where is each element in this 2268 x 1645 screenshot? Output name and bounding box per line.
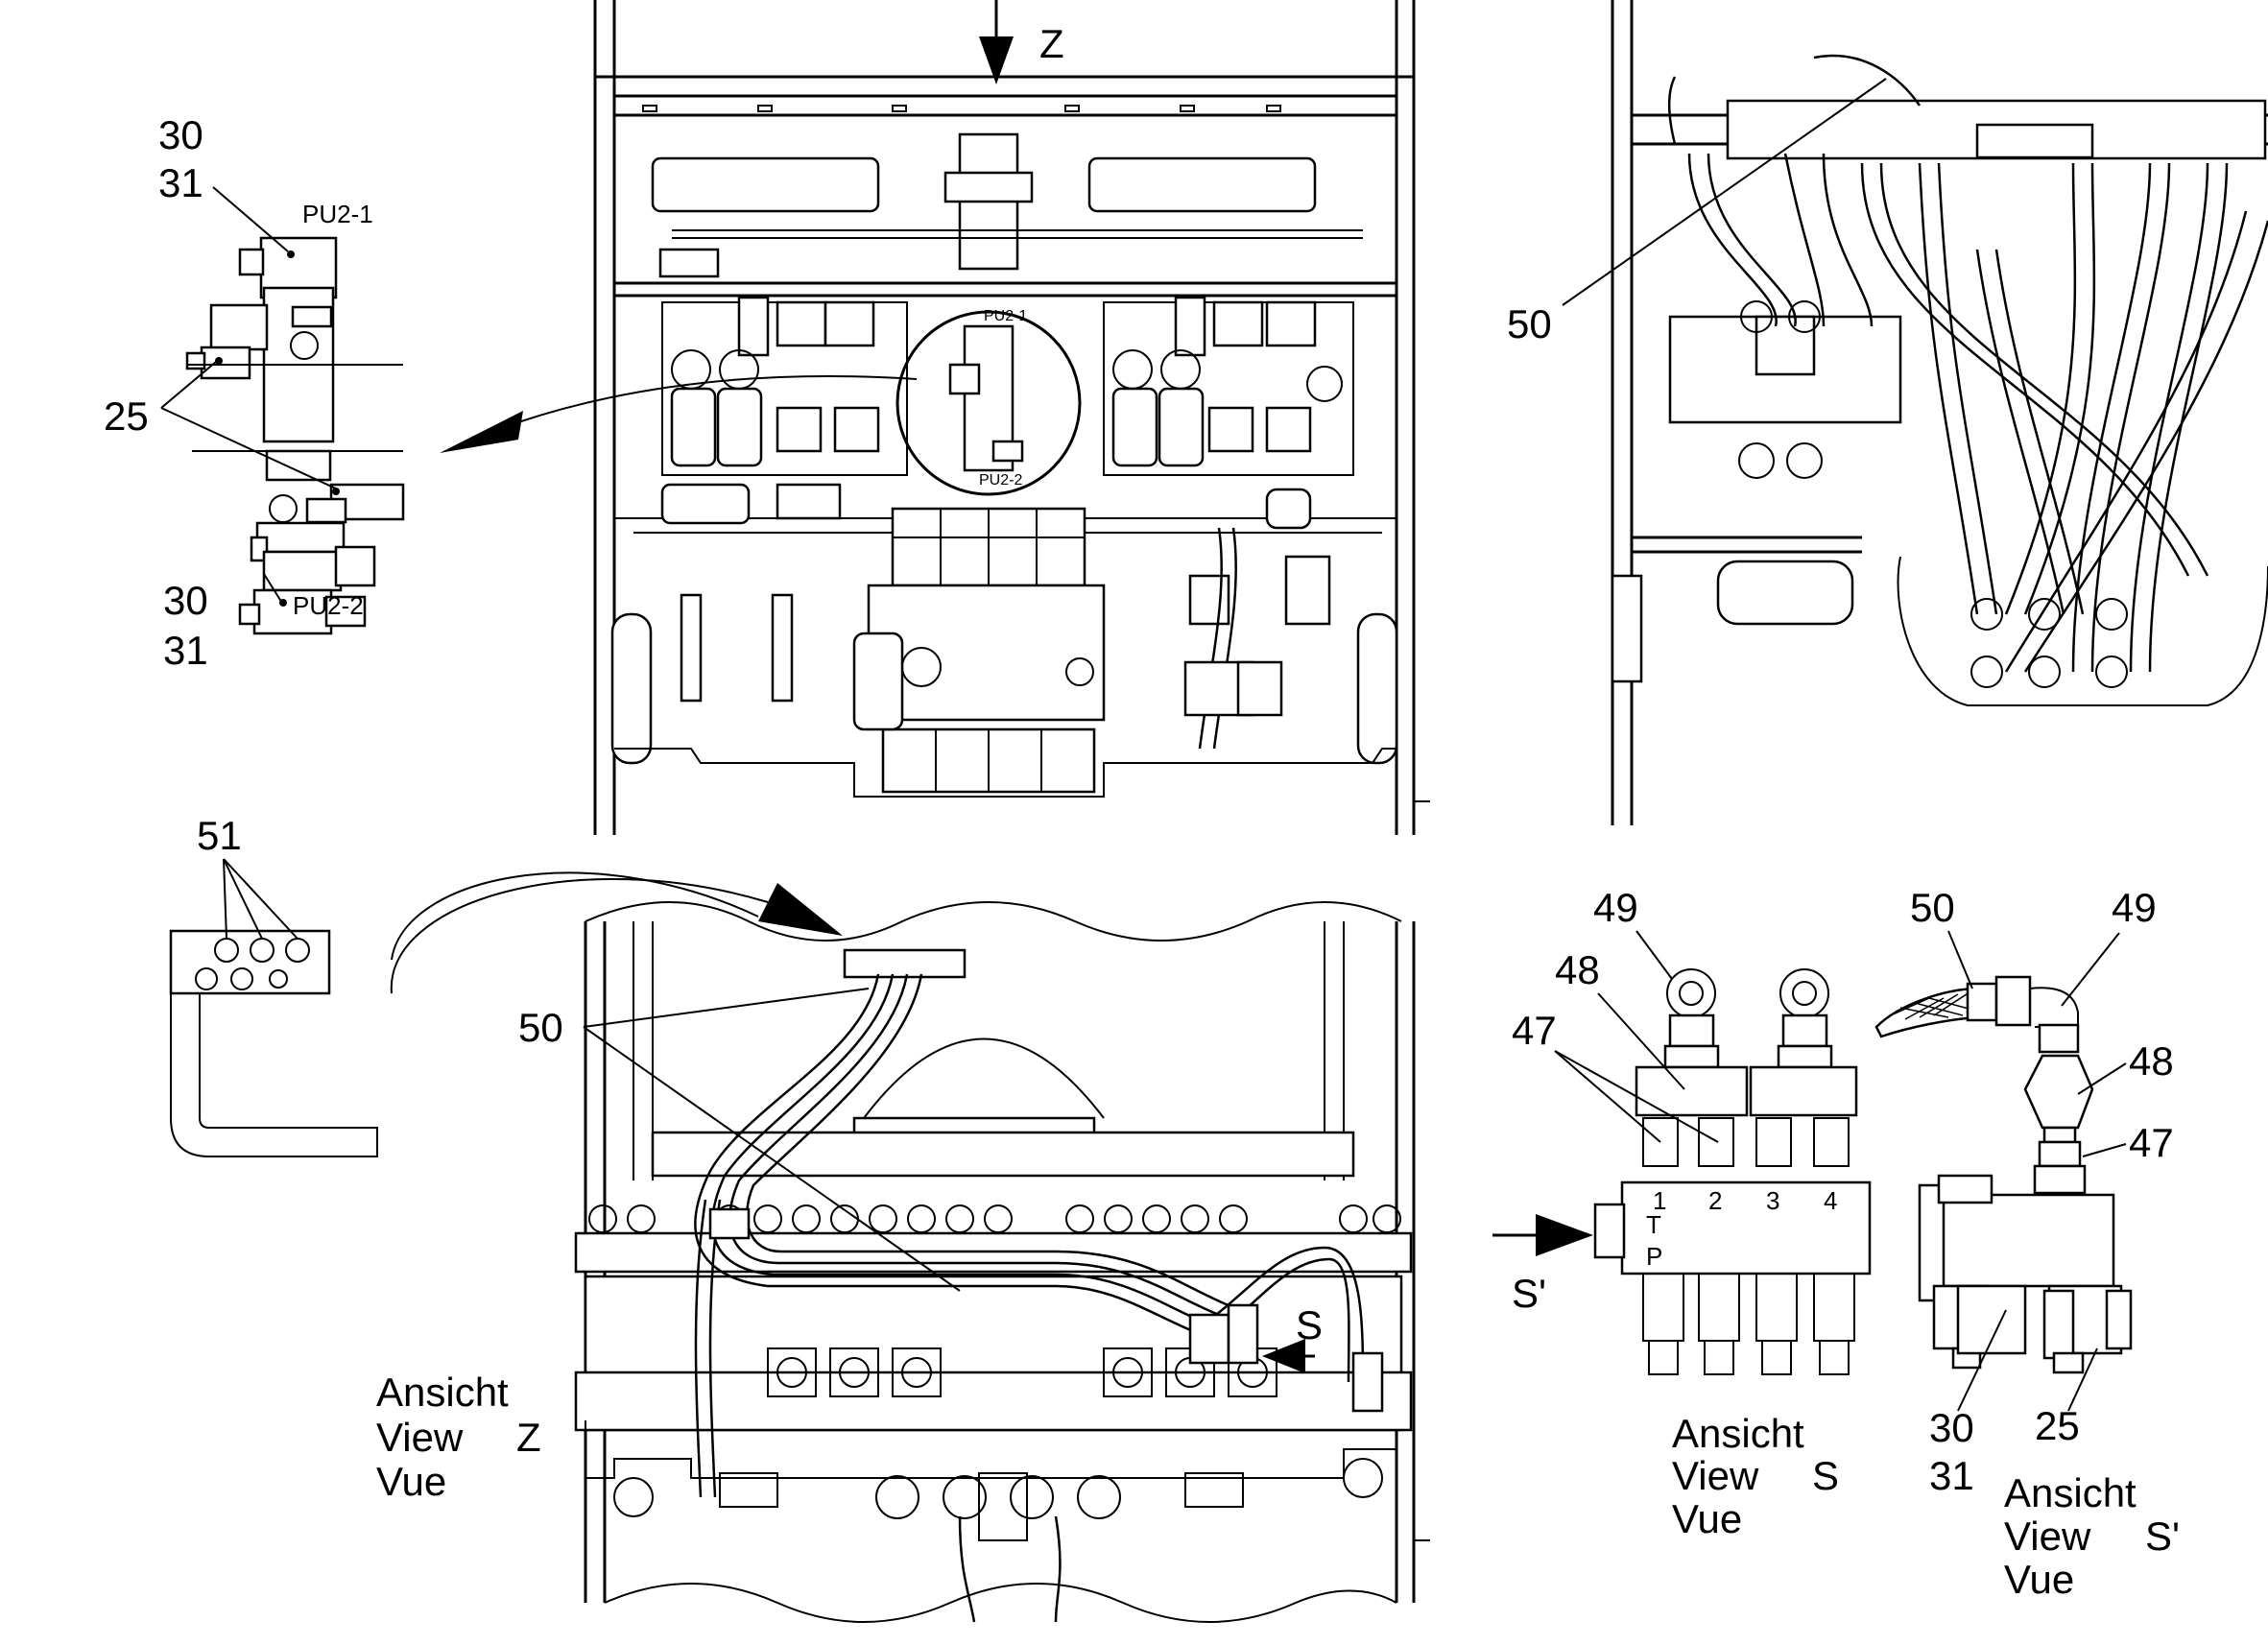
label-port-3: 3 (1766, 1186, 1779, 1215)
view-s-prime-valve (1874, 975, 2133, 1374)
leader-47-b (1554, 1050, 1719, 1143)
view-s-manifold (1593, 968, 1872, 1375)
label-49-left: 49 (1593, 885, 1638, 930)
label-47-right: 47 (2129, 1120, 2174, 1165)
label-31-bottom: 31 (163, 628, 208, 673)
leader-50-top-right (1562, 78, 1887, 306)
view-z-assembly (574, 901, 1430, 1623)
label-49-right: 49 (2112, 885, 2157, 930)
label-31-top: 31 (158, 160, 203, 205)
label-circle-pu2-2: PU2-2 (979, 472, 1022, 489)
leader-30-31-bot (263, 573, 284, 606)
leader-47-a (1554, 1050, 1661, 1143)
label-30-right: 30 (1929, 1405, 1974, 1450)
label-25-top-left: 25 (104, 393, 149, 439)
label-view-z-letter: Z (516, 1415, 541, 1460)
label-31-right: 31 (1929, 1453, 1974, 1498)
label-pu2-1: PU2-1 (302, 200, 373, 228)
label-s-arrow: S (1296, 1302, 1323, 1347)
label-48-left: 48 (1555, 947, 1600, 992)
detail-bracket-51 (169, 929, 378, 1157)
label-48-right: 48 (2129, 1038, 2174, 1084)
leader-25-b (160, 407, 339, 490)
callout-arrowhead-51 (758, 883, 843, 936)
label-pu2-2: PU2-2 (293, 591, 364, 620)
leader-50-bm-b (583, 1026, 961, 1292)
label-port-p: P (1646, 1242, 1662, 1271)
label-view-sp-letter: S' (2145, 1514, 2180, 1559)
label-circle-pu2-1: PU2-1 (984, 308, 1027, 324)
label-port-1: 1 (1653, 1186, 1666, 1215)
label-view-z-view: View (376, 1415, 464, 1460)
detail-pu2-valve-stack (185, 236, 405, 635)
leader-51-a (223, 858, 227, 940)
label-s-prime-arrow: S' (1512, 1271, 1546, 1316)
label-port-4: 4 (1824, 1186, 1837, 1215)
label-51: 51 (197, 813, 242, 858)
label-30-top: 30 (158, 112, 203, 157)
label-50-bottom-middle: 50 (518, 1005, 563, 1050)
label-view-sp-vue: Vue (2004, 1557, 2074, 1602)
leader-30-31-top (212, 186, 289, 252)
leader-48-right (2077, 1062, 2127, 1095)
label-view-s-letter: S (1812, 1453, 1839, 1498)
leader-51-c (223, 858, 298, 940)
label-47-left: 47 (1512, 1008, 1557, 1053)
leader-47-right (2082, 1143, 2127, 1157)
label-view-z-ansicht: Ansicht (376, 1370, 509, 1415)
leader-25-a (160, 361, 217, 409)
view-s-prime-arrowhead (1536, 1214, 1593, 1256)
leader-30-31-right (1957, 1309, 2007, 1412)
label-view-s-vue: Vue (1672, 1496, 1742, 1541)
hose-assembly-top-right (1611, 0, 2268, 825)
label-port-2: 2 (1708, 1186, 1722, 1215)
callout-arrow-51 (390, 878, 769, 994)
label-port-t: T (1646, 1210, 1661, 1239)
label-50-right: 50 (1910, 885, 1955, 930)
label-view-s-ansicht: Ansicht (1672, 1411, 1804, 1456)
leader-25-right (2067, 1347, 2098, 1412)
callout-arrowhead-pu2 (440, 411, 523, 453)
leader-49-left (1635, 930, 1673, 980)
label-view-z-vue: Vue (376, 1459, 446, 1504)
callout-arrow-51-inner (391, 871, 759, 961)
label-50-top-right: 50 (1507, 301, 1552, 346)
label-view-s-view: View (1672, 1453, 1759, 1498)
label-view-z-arrow: Z (1039, 21, 1064, 66)
leader-49-right (2061, 932, 2120, 1007)
view-s-arrowhead (1262, 1339, 1305, 1373)
label-view-sp-ansicht: Ansicht (2004, 1470, 2137, 1515)
view-z-arrowhead (979, 36, 1014, 84)
label-view-sp-view: View (2004, 1514, 2091, 1559)
leader-51-b (223, 858, 263, 940)
label-25-right: 25 (2035, 1403, 2080, 1448)
leader-48-left (1597, 992, 1685, 1090)
leader-50-bm-a (583, 988, 870, 1028)
main-frame-top-view (593, 0, 1430, 835)
label-30-bottom: 30 (163, 578, 208, 623)
leader-50-right (1947, 930, 1973, 989)
